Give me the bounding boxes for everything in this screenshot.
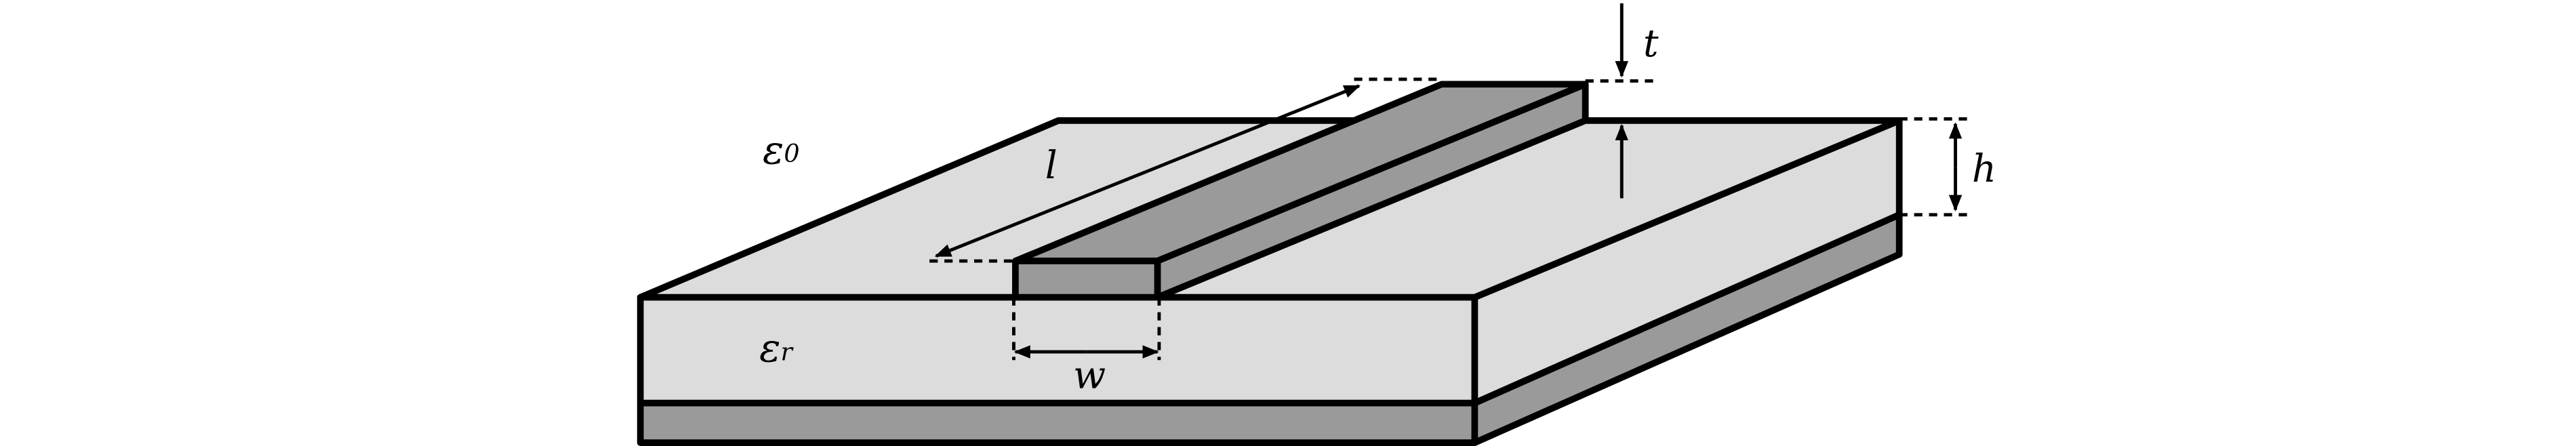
length-label: l [1045, 144, 1058, 188]
eps-sub-symbol: ε [759, 325, 780, 371]
eps-free-subscript: 0 [784, 139, 799, 168]
length-arrow-to-back [1145, 84, 1361, 174]
microstrip-conductor [1012, 81, 1589, 301]
substrate-permittivity-label: εr [759, 325, 794, 371]
width-label: w [1073, 354, 1106, 398]
free-space-permittivity-label: ε0 [763, 127, 800, 173]
dimension-arrows [934, 3, 1963, 359]
eps-free-symbol: ε [763, 127, 784, 173]
ground-plane-front [637, 399, 1478, 446]
eps-sub-subscript: r [781, 337, 794, 366]
thickness-label: t [1643, 22, 1659, 66]
length-arrow-to-front [934, 170, 1147, 258]
ground-plane [637, 211, 1903, 446]
height-label: h [1972, 147, 1996, 191]
strip-front [1012, 258, 1161, 301]
